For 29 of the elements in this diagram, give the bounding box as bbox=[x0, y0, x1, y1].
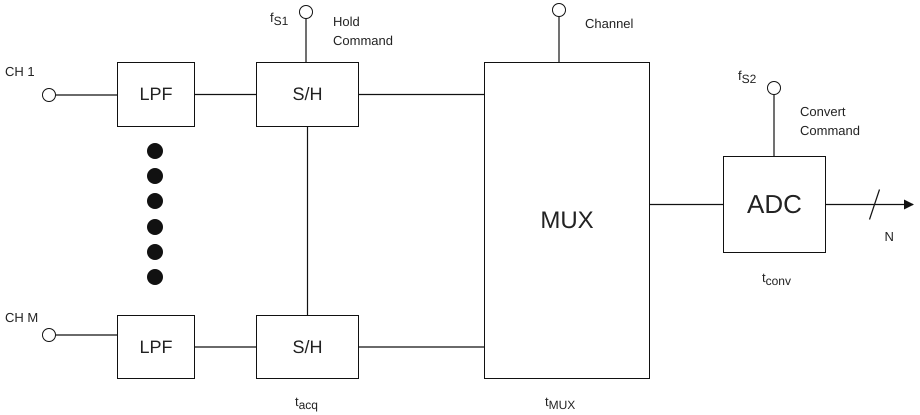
block-label: LPF bbox=[139, 83, 172, 106]
block-box bbox=[117, 315, 195, 379]
block-label: ADC bbox=[747, 188, 802, 221]
connector-line bbox=[650, 204, 723, 206]
block-label: MUX bbox=[540, 206, 594, 236]
connector-line bbox=[306, 127, 308, 315]
connector-line bbox=[359, 94, 484, 96]
block-box bbox=[256, 315, 359, 379]
signal-label: Convert Command bbox=[800, 103, 861, 140]
block-box bbox=[117, 62, 195, 127]
terminal-label: CH 1 bbox=[5, 63, 35, 81]
connector-line bbox=[773, 95, 775, 156]
arrow bbox=[826, 200, 914, 210]
connector-line bbox=[56, 94, 117, 96]
connector-line bbox=[195, 346, 256, 348]
connector-line bbox=[305, 19, 307, 62]
block-box bbox=[723, 156, 826, 253]
block-label: S/H bbox=[292, 83, 322, 106]
signal-label: Hold Command bbox=[333, 13, 394, 50]
block-label: S/H bbox=[292, 336, 322, 358]
terminal-label: CH M bbox=[5, 309, 38, 327]
connector-line bbox=[195, 94, 256, 96]
connector-line bbox=[359, 346, 484, 348]
block-label: LPF bbox=[139, 336, 172, 358]
block-box bbox=[256, 62, 359, 127]
signal-label: Channel bbox=[585, 15, 634, 33]
block-box bbox=[484, 62, 650, 379]
connector-line bbox=[558, 17, 560, 62]
connector-line bbox=[56, 334, 117, 336]
